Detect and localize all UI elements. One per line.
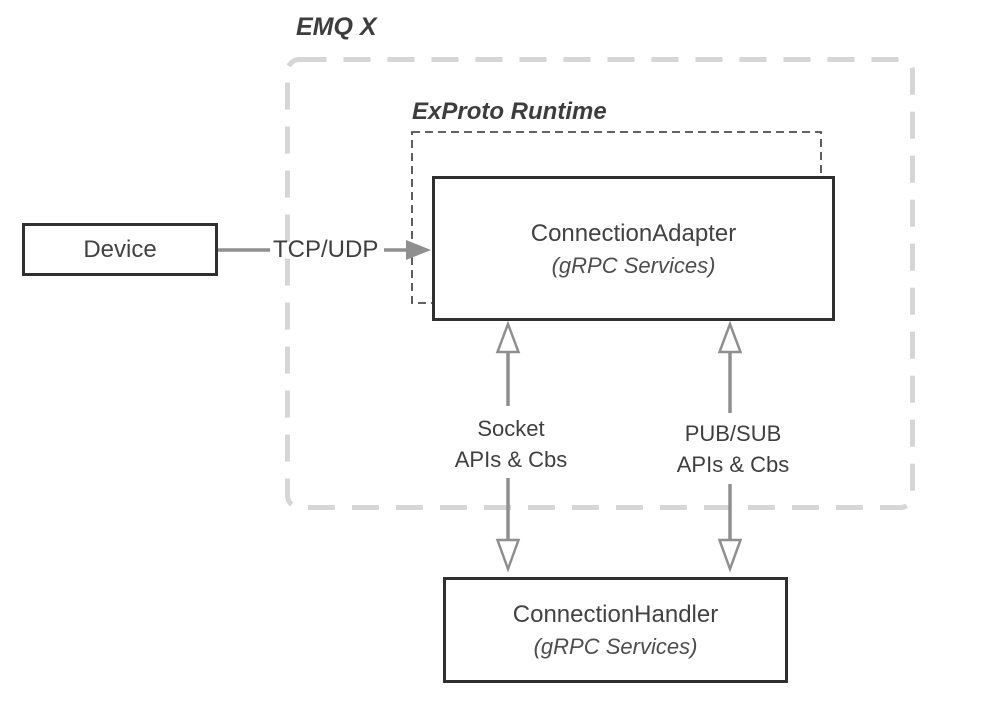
pubsub-down-arrowhead-icon <box>717 538 743 573</box>
tcp-udp-edge-label: TCP/UDP <box>273 236 379 263</box>
diagram-title: EMQ X <box>296 13 377 41</box>
socket-down-arrowhead-icon <box>495 538 521 573</box>
socket-up-arrowhead-icon <box>495 320 521 354</box>
device-label: Device <box>83 235 157 263</box>
connection-adapter-title: ConnectionAdapter <box>530 219 737 247</box>
socket-edge-label-line2: APIs & Cbs <box>454 447 568 472</box>
socket-edge-label-line1: Socket <box>477 416 545 441</box>
pubsub-edge-label-line2: APIs & Cbs <box>676 452 790 477</box>
connection-adapter-subtitle: (gRPC Services) <box>551 252 716 278</box>
exproto-runtime-label: ExProto Runtime <box>412 98 607 125</box>
connection-handler-subtitle: (gRPC Services) <box>533 634 698 659</box>
pubsub-edge-label-line1: PUB/SUB <box>684 421 782 446</box>
connection-handler-node: ConnectionHandler (gRPC Services) <box>443 577 788 683</box>
pubsub-edge-label: PUB/SUB APIs & Cbs <box>677 418 789 480</box>
socket-edge-label: Socket APIs & Cbs <box>455 413 567 475</box>
tcp-arrowhead-icon <box>406 240 431 260</box>
pubsub-up-arrowhead-icon <box>717 320 743 354</box>
connection-adapter-node: ConnectionAdapter (gRPC Services) <box>432 176 835 321</box>
connection-handler-title: ConnectionHandler <box>512 601 719 628</box>
device-node: Device <box>22 223 218 276</box>
